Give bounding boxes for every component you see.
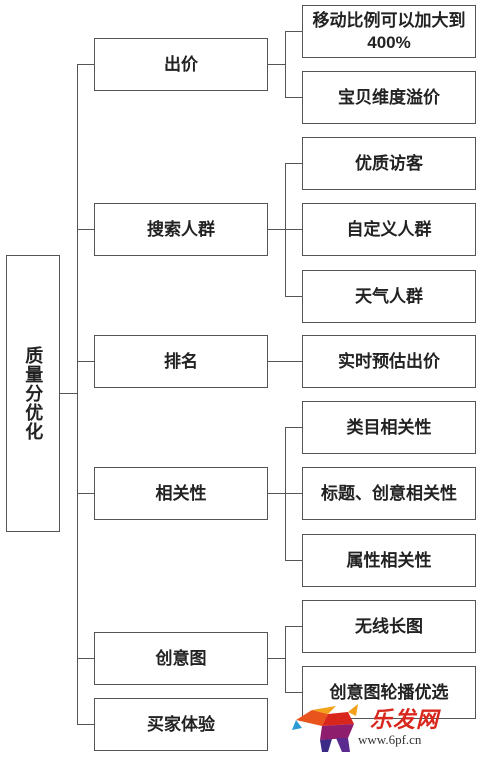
- leaf-label: 标题、创意相关性: [321, 483, 457, 503]
- connector-cat-5: [77, 658, 94, 659]
- category-label: 出价: [164, 54, 198, 74]
- connector-cat-1-v: [285, 31, 286, 97]
- connector-root: [60, 393, 78, 394]
- connector-leaf-2-3: [285, 296, 302, 297]
- leaf-label: 优质访客: [355, 153, 423, 173]
- leaf-label: 天气人群: [355, 286, 423, 306]
- leaf-node: 天气人群: [302, 270, 476, 323]
- leaf-label: 创意图轮播优选: [329, 682, 449, 702]
- connector-leaf-5-1: [285, 626, 302, 627]
- connector-cat-4: [77, 493, 94, 494]
- leaf-label: 移动比例可以加大到400%: [312, 11, 466, 52]
- leaf-node: 实时预估出价: [302, 335, 476, 388]
- leaf-node: 类目相关性: [302, 401, 476, 454]
- category-node-relevance: 相关性: [94, 467, 268, 520]
- connector-cat-5-out: [268, 658, 285, 659]
- leaf-node: 标题、创意相关性: [302, 467, 476, 520]
- leaf-node: 自定义人群: [302, 203, 476, 256]
- connector-leaf-4-1: [285, 427, 302, 428]
- leaf-node: 创意图轮播优选: [302, 666, 476, 719]
- connector-leaf-1-2: [285, 97, 302, 98]
- category-label: 创意图: [155, 648, 207, 668]
- leaf-node: 移动比例可以加大到400%: [302, 5, 476, 58]
- leaf-label: 宝贝维度溢价: [338, 87, 440, 107]
- category-node-bid: 出价: [94, 38, 268, 91]
- bull-logo-icon: [292, 704, 358, 752]
- connector-cat-3-out: [268, 361, 302, 362]
- connector-cat-2: [77, 229, 94, 230]
- connector-cat-1: [77, 64, 94, 65]
- connector-cat-2-out: [268, 229, 285, 230]
- watermark-logo: 乐发网 www.6pf.cn: [292, 700, 478, 756]
- connector-cat-4-out: [268, 493, 285, 494]
- connector-leaf-2-1: [285, 163, 302, 164]
- leaf-node: 属性相关性: [302, 534, 476, 587]
- connector-cat-6: [77, 724, 94, 725]
- leaf-node: 无线长图: [302, 600, 476, 653]
- connector-leaf-1-1: [285, 31, 302, 32]
- connector-cat-3: [77, 361, 94, 362]
- leaf-node: 宝贝维度溢价: [302, 71, 476, 124]
- category-node-buyer-experience: 买家体验: [94, 698, 268, 751]
- category-node-search-crowd: 搜索人群: [94, 203, 268, 256]
- category-label: 相关性: [155, 483, 207, 503]
- root-node: 质量分优化: [6, 255, 60, 532]
- root-label: 质量分优化: [23, 346, 44, 441]
- leaf-label: 无线长图: [355, 616, 423, 636]
- connector-cat-5-v: [285, 626, 286, 692]
- watermark-text: 乐发网: [370, 707, 440, 732]
- connector-cat-1-out: [268, 64, 285, 65]
- connector-trunk: [77, 64, 78, 725]
- leaf-node: 优质访客: [302, 137, 476, 190]
- connector-leaf-5-2: [285, 692, 302, 693]
- connector-leaf-4-3: [285, 560, 302, 561]
- connector-leaf-2-2: [285, 229, 302, 230]
- category-label: 排名: [164, 351, 198, 371]
- connector-leaf-4-2: [285, 493, 302, 494]
- leaf-label: 自定义人群: [346, 219, 432, 239]
- leaf-label: 属性相关性: [346, 550, 432, 570]
- category-label: 搜索人群: [147, 219, 215, 239]
- watermark-url: www.6pf.cn: [358, 732, 422, 747]
- category-label: 买家体验: [147, 714, 215, 734]
- category-node-creative-image: 创意图: [94, 632, 268, 685]
- leaf-label: 实时预估出价: [338, 351, 440, 371]
- leaf-label: 类目相关性: [346, 417, 432, 437]
- category-node-ranking: 排名: [94, 335, 268, 388]
